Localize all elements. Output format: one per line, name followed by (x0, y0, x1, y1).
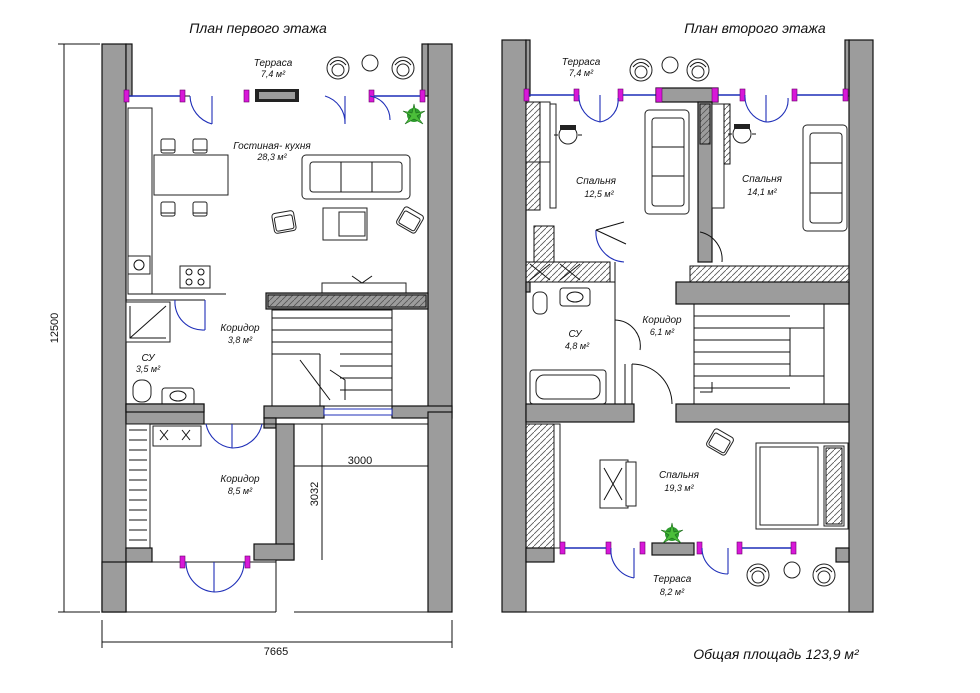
bed-icon (755, 442, 849, 530)
total-area: Общая площадь 123,9 м² (693, 646, 860, 662)
armchair-icon (629, 58, 653, 82)
dining-chair-icon (160, 138, 176, 154)
floor1-terrace-door-left (189, 95, 213, 125)
room-name: Гостиная- кухня (233, 141, 311, 152)
room-area: 6,1 м² (650, 327, 675, 337)
dining-table (153, 154, 229, 196)
room-area: 8,2 м² (660, 587, 685, 597)
stove-icon (179, 265, 211, 289)
armchair-icon (270, 209, 298, 235)
room-area: 3,5 м² (136, 364, 161, 374)
plant-icon (660, 522, 684, 544)
sofa-icon (644, 109, 690, 215)
wardrobe (125, 423, 151, 551)
floor1-left-wall (101, 43, 127, 613)
desk (599, 459, 629, 509)
dim-width: 7665 (264, 646, 288, 658)
plant-icon (402, 103, 426, 125)
floor1-terrace-door-right (324, 95, 346, 125)
room-name: Терраса (562, 57, 601, 68)
room-area: 28,3 м² (256, 152, 287, 162)
room-name: Терраса (254, 58, 293, 69)
room-name: Терраса (653, 574, 692, 585)
staircase-icon (693, 303, 825, 405)
room-name: Спальня (742, 174, 783, 185)
sofa-icon (301, 154, 411, 200)
room-area: 3,8 м² (228, 335, 253, 345)
floor2-right-wall (848, 39, 874, 613)
room-name: СУ (568, 329, 583, 340)
toilet-icon (532, 291, 548, 315)
dining-chair-icon (192, 138, 208, 154)
staircase-icon (271, 309, 393, 407)
armchair-icon (704, 427, 736, 457)
armchair-icon (394, 205, 426, 235)
room-area: 14,1 м² (747, 187, 777, 197)
room-name: Спальня (576, 176, 617, 187)
dining-chair-icon (160, 201, 176, 217)
desk-chair-icon (554, 125, 582, 145)
tv-console (321, 282, 407, 294)
bathtub-icon (529, 369, 607, 405)
room-area: 12,5 м² (584, 189, 614, 199)
armchair-icon (686, 58, 710, 82)
floor2-left-wall (501, 39, 527, 613)
sink-icon (559, 287, 591, 307)
toilet-icon (132, 379, 152, 403)
room-area: 8,5 м² (228, 486, 253, 496)
room-name: Коридор (220, 474, 260, 485)
room-name: СУ (141, 353, 156, 364)
floor2-title: План второго этажа (684, 20, 826, 36)
floor1-dimensions: 12500 7665 3000 3032 (49, 43, 453, 658)
dim-porch-height: 3032 (309, 482, 321, 506)
room-area: 19,3 м² (664, 483, 694, 493)
room-name: Коридор (220, 323, 260, 334)
sofa-icon (802, 124, 848, 232)
dim-height: 12500 (49, 313, 61, 344)
armchair-icon (391, 56, 415, 80)
armchair-icon (326, 56, 350, 80)
room-area: 4,8 м² (565, 341, 590, 351)
floor1-plan: План первого этажа (49, 20, 453, 658)
armchair-icon (812, 563, 836, 587)
floor2-plan: План второго этажа (501, 20, 874, 613)
floor1-right-wall (427, 43, 453, 413)
room-name: Спальня (659, 470, 700, 481)
desk-chair-icon (728, 124, 756, 144)
sink-icon (127, 255, 151, 275)
dim-porch-width: 3000 (348, 455, 372, 467)
room-area: 7,4 м² (261, 69, 286, 79)
dining-chair-icon (192, 201, 208, 217)
room-name: Коридор (642, 315, 682, 326)
armchair-icon (746, 563, 770, 587)
room-area: 7,4 м² (569, 68, 594, 78)
floor1-title: План первого этажа (189, 20, 327, 36)
hall-cabinet (152, 425, 202, 447)
